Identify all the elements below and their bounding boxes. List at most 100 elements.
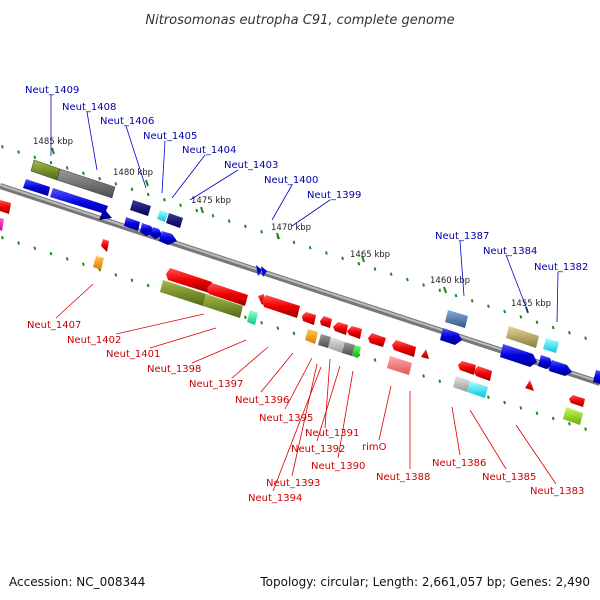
gene-forward-arrow-6[interactable] bbox=[159, 231, 177, 245]
gene-labels-bottom: Neut_1407 Neut_1402 Neut_1401 Neut_1398 … bbox=[27, 320, 584, 504]
gene-reverse-arrow-11[interactable] bbox=[458, 361, 476, 375]
label-neut1398[interactable]: Neut_1398 bbox=[147, 364, 201, 375]
tick-dash bbox=[584, 427, 587, 431]
gene-forward-arrow-7[interactable] bbox=[440, 328, 462, 345]
label-neut1400[interactable]: Neut_1400 bbox=[264, 175, 318, 186]
label-neut1395[interactable]: Neut_1395 bbox=[259, 413, 313, 424]
label-neut1404[interactable]: Neut_1404 bbox=[182, 145, 236, 156]
tick-dash bbox=[17, 241, 20, 245]
label-neut1388[interactable]: Neut_1388 bbox=[376, 472, 430, 483]
gene-neut1384-box[interactable] bbox=[506, 326, 539, 348]
gene-neut1407-box[interactable] bbox=[93, 256, 104, 270]
gene-forward-chevron-1[interactable] bbox=[256, 265, 262, 276]
gene-reverse-arrow-13[interactable] bbox=[569, 395, 585, 407]
label-neut1394[interactable]: Neut_1394 bbox=[248, 493, 302, 504]
gene-neut1404-box[interactable] bbox=[166, 213, 183, 228]
gene-forward-arrow-8[interactable] bbox=[500, 344, 537, 367]
gene-neut1405-box[interactable] bbox=[157, 210, 168, 222]
label-neut1386[interactable]: Neut_1386 bbox=[432, 458, 486, 469]
leader-lines-top bbox=[50, 95, 559, 323]
tick-dash bbox=[1, 235, 4, 240]
gene-reverse-arrow-7[interactable] bbox=[333, 322, 348, 335]
gene-neut1387-box[interactable] bbox=[445, 310, 468, 328]
label-neut1402[interactable]: Neut_1402 bbox=[67, 335, 121, 346]
gene-neut1398-box[interactable] bbox=[247, 310, 258, 325]
label-neut1383[interactable]: Neut_1383 bbox=[530, 486, 584, 497]
gene-reverse-arrow-4[interactable] bbox=[262, 295, 300, 318]
label-rimo[interactable]: rimO bbox=[362, 442, 387, 453]
label-neut1390[interactable]: Neut_1390 bbox=[311, 461, 365, 472]
gene-edge-red[interactable] bbox=[0, 200, 11, 214]
label-neut1403[interactable]: Neut_1403 bbox=[224, 160, 278, 171]
gene-reverse-arrow-10[interactable] bbox=[392, 340, 416, 357]
tick-dash bbox=[49, 251, 53, 256]
gene-edge-magenta[interactable] bbox=[0, 218, 4, 231]
label-neut1406[interactable]: Neut_1406 bbox=[100, 116, 154, 127]
gene-forward-arrow-11[interactable] bbox=[593, 370, 600, 384]
tick-dash bbox=[146, 192, 150, 197]
gene-neut1392-box[interactable] bbox=[342, 342, 355, 356]
tick-dash bbox=[33, 246, 37, 251]
gene-reverse-arrow-5[interactable] bbox=[302, 312, 316, 325]
tick-dash bbox=[276, 326, 280, 330]
gene-forward-arrow-2[interactable] bbox=[50, 188, 112, 220]
tick-dash bbox=[487, 304, 490, 308]
gene-neut1386-box[interactable] bbox=[453, 376, 470, 392]
label-neut1385[interactable]: Neut_1385 bbox=[482, 472, 536, 483]
gene-reverse-arrow-2[interactable] bbox=[207, 283, 248, 306]
label-neut1391[interactable]: Neut_1391 bbox=[305, 428, 359, 439]
gene-reverse-arrow-9[interactable] bbox=[368, 333, 386, 347]
gene-rimo-box[interactable] bbox=[387, 356, 412, 375]
gene-reverse-small-1[interactable] bbox=[101, 239, 109, 252]
gene-neut1383-box[interactable] bbox=[563, 407, 583, 425]
tick-dash bbox=[325, 251, 328, 255]
label-neut1384[interactable]: Neut_1384 bbox=[483, 246, 537, 257]
label-neut1399[interactable]: Neut_1399 bbox=[307, 190, 361, 201]
gene-reverse-small-2[interactable] bbox=[421, 349, 429, 359]
gene-reverse-arrow-1[interactable] bbox=[166, 268, 212, 293]
gene-neut1382-box[interactable] bbox=[543, 338, 559, 353]
topology-text: Topology: circular; Length: 2,661,057 bp… bbox=[259, 575, 590, 589]
map-title: Nitrosomonas eutropha C91, complete geno… bbox=[145, 13, 454, 28]
gene-neut1396-box[interactable] bbox=[305, 329, 318, 344]
gene-reverse-small-3[interactable] bbox=[525, 380, 534, 391]
gene-neut1395-box[interactable] bbox=[318, 334, 331, 348]
gene-forward-arrow-1[interactable] bbox=[23, 179, 50, 196]
gene-forward-arrow-9[interactable] bbox=[538, 355, 553, 369]
label-neut1407[interactable]: Neut_1407 bbox=[27, 320, 81, 331]
label-neut1387[interactable]: Neut_1387 bbox=[435, 231, 489, 242]
gene-neut1406-box[interactable] bbox=[130, 200, 151, 216]
tick-dash bbox=[114, 182, 118, 186]
label-neut1401[interactable]: Neut_1401 bbox=[106, 349, 160, 360]
gene-neut1390-box[interactable] bbox=[352, 345, 361, 358]
tick-dash bbox=[244, 315, 247, 320]
gene-reverse-arrow-8[interactable] bbox=[347, 326, 362, 339]
gene-reverse-arrow-12[interactable] bbox=[474, 366, 492, 381]
tick-label-1465: 1465 kbp bbox=[350, 250, 390, 260]
gene-neut1408-box[interactable] bbox=[56, 168, 116, 199]
label-neut1408[interactable]: Neut_1408 bbox=[62, 102, 116, 113]
label-neut1392[interactable]: Neut_1392 bbox=[291, 444, 345, 455]
label-neut1393[interactable]: Neut_1393 bbox=[266, 478, 320, 489]
gene-neut1401-box[interactable] bbox=[203, 294, 243, 318]
gene-forward-arrow-3[interactable] bbox=[124, 217, 140, 231]
tick-dash bbox=[146, 283, 150, 288]
gene-forward-arrow-5[interactable] bbox=[150, 227, 163, 239]
gene-neut1391-box[interactable] bbox=[328, 337, 345, 353]
tick-dash bbox=[470, 299, 474, 303]
tick-dash bbox=[227, 219, 231, 223]
label-neut1382[interactable]: Neut_1382 bbox=[534, 262, 588, 273]
label-neut1396[interactable]: Neut_1396 bbox=[235, 395, 289, 406]
label-neut1397[interactable]: Neut_1397 bbox=[189, 379, 243, 390]
gene-neut1409-box[interactable] bbox=[30, 159, 61, 181]
tick-dash bbox=[519, 406, 523, 410]
reverse-features bbox=[93, 239, 585, 425]
gene-forward-arrow-10[interactable] bbox=[549, 360, 572, 376]
label-neut1405[interactable]: Neut_1405 bbox=[143, 131, 197, 142]
label-neut1409[interactable]: Neut_1409 bbox=[25, 85, 79, 96]
gene-neut1385-box[interactable] bbox=[467, 381, 488, 398]
gene-forward-chevron-2[interactable] bbox=[261, 266, 267, 277]
gene-reverse-arrow-6[interactable] bbox=[320, 316, 332, 328]
tick-label-1455: 1455 kbp bbox=[511, 299, 551, 309]
gene-neut1402-box[interactable] bbox=[160, 280, 206, 306]
